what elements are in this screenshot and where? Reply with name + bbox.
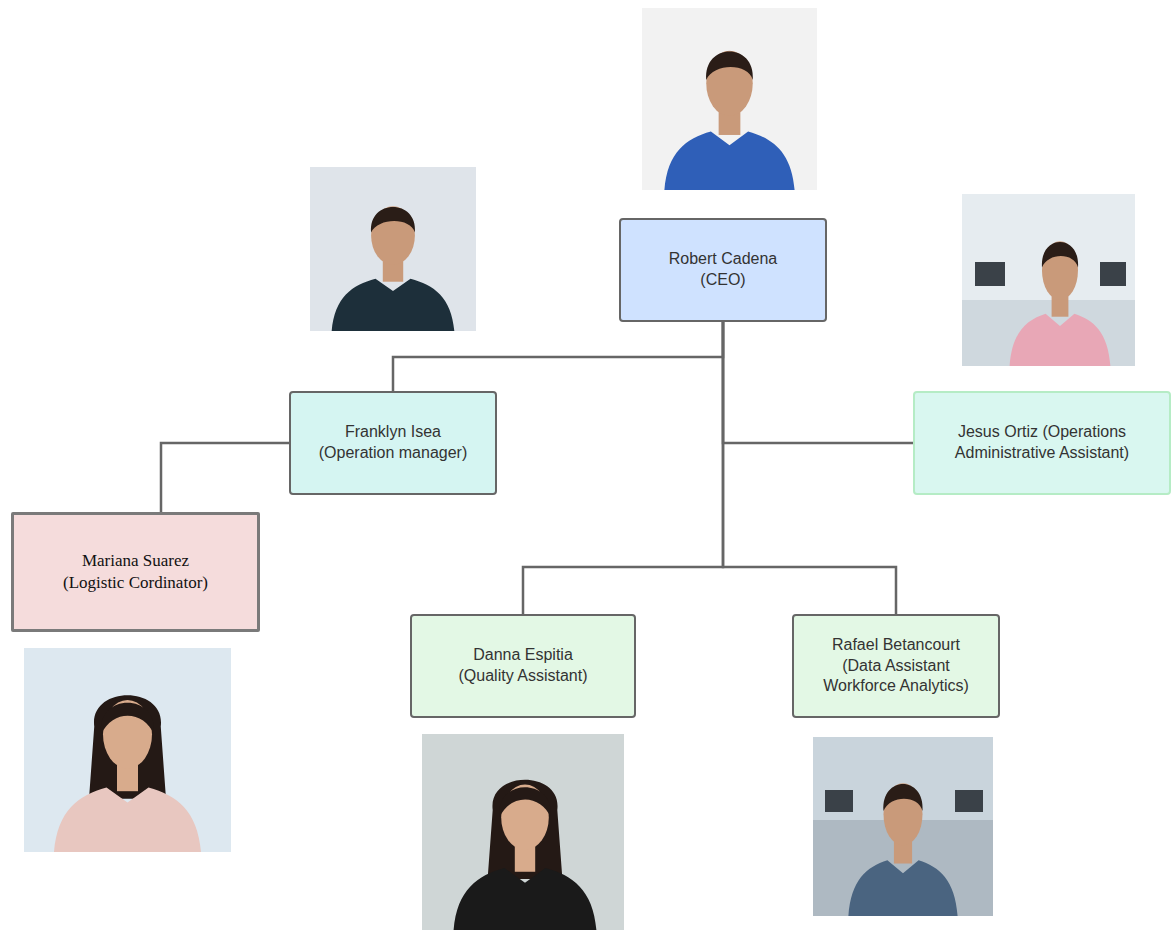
node-label: Danna Espitia (Quality Assistant) [448,645,598,687]
org-connector [393,322,723,391]
coordinator-photo [24,648,231,852]
ceo-photo [642,8,817,190]
quality-photo [422,734,624,930]
assistant-box: Jesus Ortiz (Operations Administrative A… [913,391,1171,495]
node-label: Robert Cadena (CEO) [658,249,788,291]
org-connector [723,322,896,614]
node-label: Jesus Ortiz (Operations Administrative A… [940,422,1145,464]
manager-photo [310,167,476,331]
node-label: Franklyn Isea (Operation manager) [313,422,473,464]
node-label: Mariana Suarez (Logistic Cordinator) [51,550,221,594]
assistant-photo [962,194,1135,366]
assistant-box: Danna Espitia (Quality Assistant) [410,614,636,718]
assistant-box: Rafael Betancourt (Data Assistant Workfo… [792,614,1000,718]
coordinator-box: Mariana Suarez (Logistic Cordinator) [11,512,260,632]
node-label: Rafael Betancourt (Data Assistant Workfo… [816,635,976,697]
org-connector [723,322,913,443]
org-connector [523,322,723,614]
org-connector [161,443,289,512]
data-photo [813,737,993,916]
manager-box: Franklyn Isea (Operation manager) [289,391,497,495]
ceo-box: Robert Cadena (CEO) [619,218,827,322]
